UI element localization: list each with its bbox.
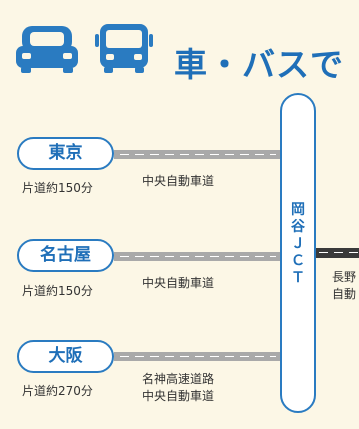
travel-time-tokyo: 片道約150分 xyxy=(22,181,93,195)
city-nagoya: 名古屋 xyxy=(17,239,114,272)
city-tokyo: 東京 xyxy=(17,137,114,170)
travel-time-nagoya: 片道約150分 xyxy=(22,284,93,298)
road-name-nagoya: 中央自動車道 xyxy=(142,276,215,290)
road-name-osaka-line-2: 中央自動車道 xyxy=(142,389,215,403)
road-name-nagano-line-1: 長野 xyxy=(332,270,357,284)
road-line-osaka xyxy=(114,352,280,361)
car-icon xyxy=(16,26,78,73)
road-line-nagoya xyxy=(114,252,280,261)
road-line-nagano xyxy=(316,248,359,258)
road-name-nagano-line-2: 自動 xyxy=(332,287,357,301)
city-osaka: 大阪 xyxy=(17,340,114,373)
page-title: 車・バスで xyxy=(174,45,344,84)
travel-time-osaka: 片道約270分 xyxy=(22,384,93,398)
jct-box: 岡 谷 Ｊ Ｃ Ｔ xyxy=(280,93,316,413)
title-row: 車・バスで xyxy=(14,24,359,84)
jct-label: 岡 谷 Ｊ Ｃ Ｔ xyxy=(291,202,305,286)
road-name-osaka-line-1: 名神高速道路 xyxy=(142,372,215,386)
road-name-osaka: 名神高速道路 中央自動車道 xyxy=(142,371,214,405)
road-name-nagano: 長野 自動 xyxy=(332,269,356,303)
road-name-tokyo: 中央自動車道 xyxy=(142,174,215,188)
bus-icon xyxy=(95,24,153,73)
road-line-tokyo xyxy=(114,150,280,159)
